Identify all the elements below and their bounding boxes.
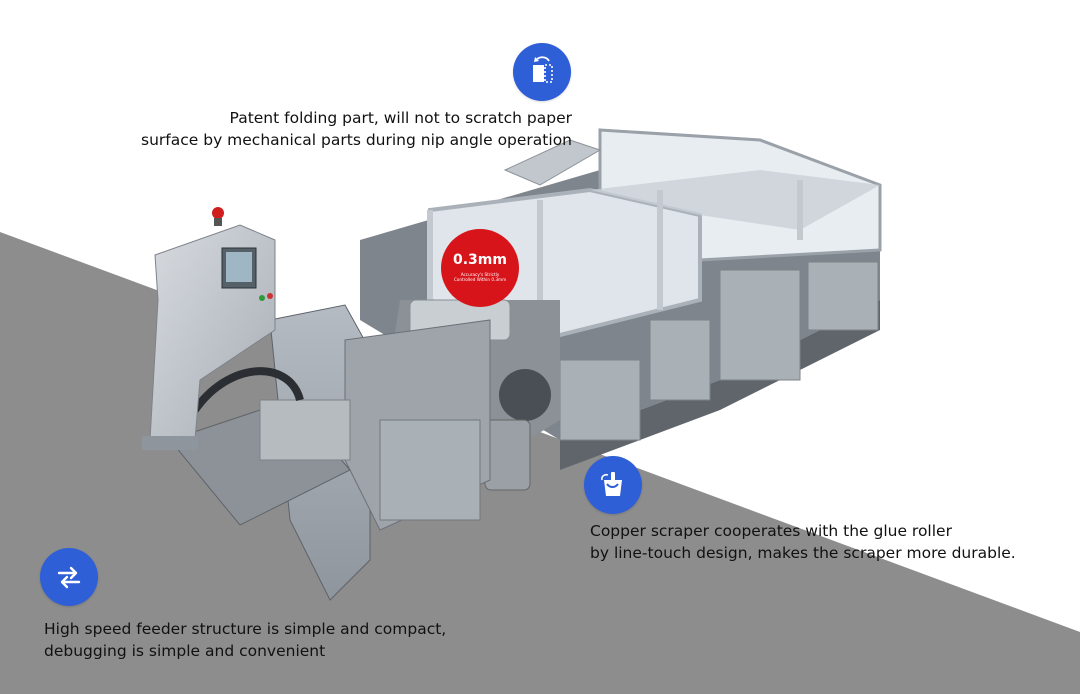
accuracy-badge-caption-line-1: Accuracy's Strictly [460,272,500,277]
accuracy-badge-caption: Accuracy's Strictly Controlled Within 0.… [449,272,511,282]
folding-caption-line-2: surface by mechanical parts during nip a… [141,131,572,149]
accuracy-badge-value: 0.3mm [453,252,507,268]
folding-caption-line-1: Patent folding part, will not to scratch… [229,109,572,127]
feeder-caption-line-2: debugging is simple and convenient [44,642,326,660]
scraper-caption-line-2: by line-touch design, makes the scraper … [590,544,1016,562]
scraper-caption-line-1: Copper scraper cooperates with the glue … [590,522,952,540]
folding-feature-caption: Patent folding part, will not to scratch… [141,107,572,151]
feeder-feature-caption: High speed feeder structure is simple an… [44,618,446,662]
accuracy-badge: 0.3mm Accuracy's Strictly Controlled Wit… [441,229,519,307]
scraper-feature-caption: Copper scraper cooperates with the glue … [590,520,1016,564]
feeder-caption-line-1: High speed feeder structure is simple an… [44,620,447,638]
accuracy-badge-caption-line-2: Controlled Within 0.3mm [453,277,507,282]
swap-arrows-icon [40,548,98,606]
page-fold-icon [513,43,571,101]
glue-bucket-icon [584,456,642,514]
